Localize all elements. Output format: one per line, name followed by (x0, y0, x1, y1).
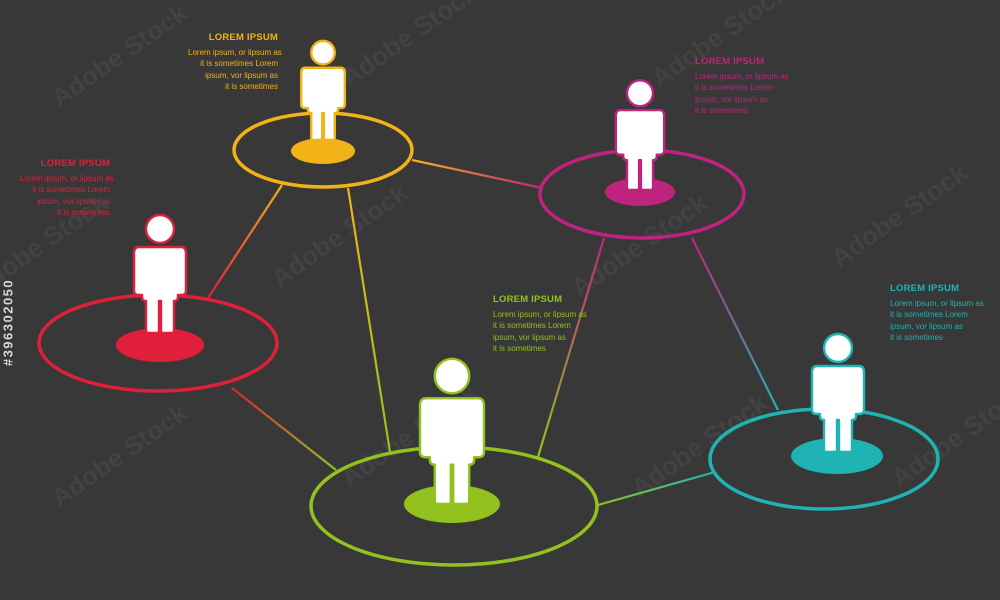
caption-line: Lorem ipsum, or lipsum as (188, 47, 282, 57)
caption-title: LOREM IPSUM (890, 283, 960, 294)
connection-yellow-magenta (411, 158, 543, 190)
caption-line: ipsum, vor lipsum as (37, 196, 110, 206)
person-body (614, 108, 666, 192)
caption-title: LOREM IPSUM (208, 32, 278, 43)
person-head (310, 39, 336, 66)
person-body (418, 397, 486, 506)
person-icon (418, 357, 486, 506)
caption-line: it is sometimes Lorem (32, 185, 110, 194)
caption-line: it is sometimes (225, 82, 278, 91)
caption-line: it is sometimes (57, 208, 110, 217)
person-head (822, 332, 854, 364)
caption-line: it is sometimes Lorem (695, 83, 773, 92)
caption-line: Lorem ipsum, or lipsum as (493, 309, 587, 319)
caption-line: it is sometimes Lorem (493, 321, 571, 330)
caption-teal: LOREM IPSUM Lorem ipsum, or lipsum as it… (890, 283, 990, 344)
caption-yellow: LOREM IPSUM Lorem ipsum, or lipsum as it… (188, 32, 282, 93)
connection-red-yellow (207, 184, 283, 299)
caption-title: LOREM IPSUM (695, 56, 765, 67)
caption-line: Lorem ipsum, or lipsum as (20, 173, 114, 183)
connections (207, 158, 779, 507)
caption-red: LOREM IPSUM Lorem ipsum, or lipsum as it… (20, 158, 114, 219)
caption-line: ipsum, vor lipsum as (493, 332, 566, 342)
connection-magenta-teal (691, 237, 779, 411)
person-icon (614, 79, 666, 192)
person-head (625, 79, 655, 108)
connection-red-green (231, 387, 337, 471)
caption-line: ipsum, vor lipsum as (695, 94, 768, 104)
person-icon (132, 213, 188, 335)
caption-line: Lorem ipsum, or lipsum as (695, 71, 789, 81)
caption-line: ipsum, vor lipsum as (205, 70, 278, 80)
person-body (132, 245, 188, 335)
node-base (404, 485, 500, 523)
node-base (291, 138, 355, 164)
person-figures (132, 39, 866, 506)
connection-yellow-green (346, 187, 392, 453)
caption-line: it is sometimes (493, 344, 546, 353)
person-body (299, 66, 347, 142)
person-head (433, 357, 471, 395)
caption-line: it is sometimes (890, 333, 943, 342)
caption-line: it is sometimes Lorem (890, 310, 968, 319)
caption-green: LOREM IPSUM Lorem ipsum, or lipsum as it… (493, 294, 593, 355)
person-body (810, 364, 866, 454)
person-icon (810, 332, 866, 454)
person-head (144, 213, 176, 245)
caption-line: it is sometimes Lorem (200, 59, 278, 68)
node-base (791, 438, 883, 474)
caption-title: LOREM IPSUM (40, 158, 110, 169)
caption-magenta: LOREM IPSUM Lorem ipsum, or lipsum as it… (695, 56, 795, 117)
caption-title: LOREM IPSUM (493, 294, 563, 305)
caption-line: ipsum, vor lipsum as (890, 321, 963, 331)
connection-green-teal (597, 470, 716, 507)
stock-id-watermark: #396302050 (0, 278, 16, 367)
connection-magenta-green (536, 237, 606, 458)
node-base (605, 178, 675, 206)
caption-line: Lorem ipsum, or lipsum as (890, 298, 984, 308)
caption-line: it is sometimes (695, 106, 748, 115)
person-icon (299, 39, 347, 142)
node-base (116, 328, 204, 362)
